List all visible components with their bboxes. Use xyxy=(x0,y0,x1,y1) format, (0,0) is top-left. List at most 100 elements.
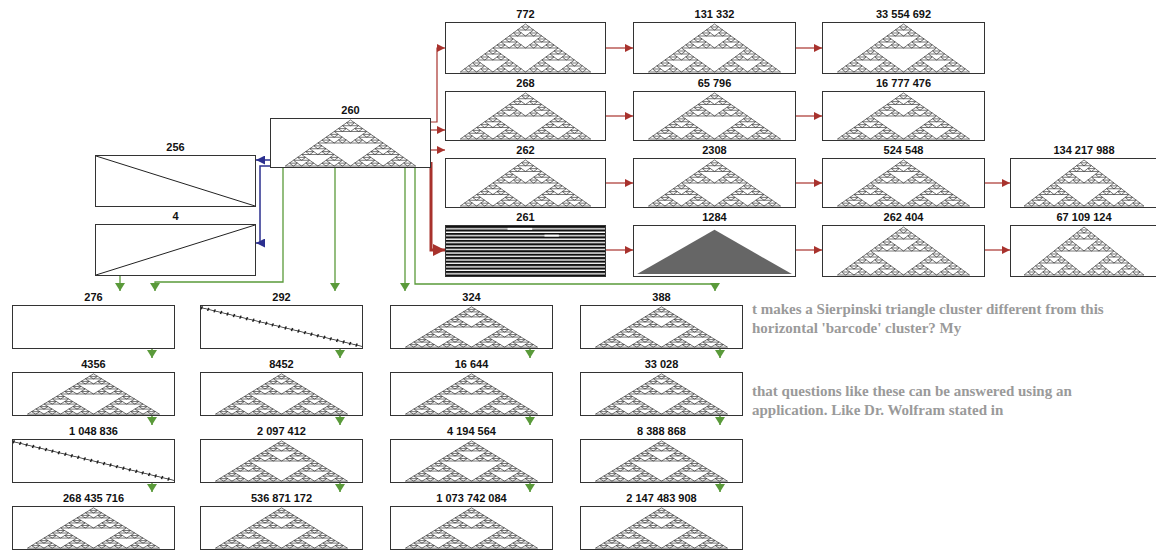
transition-arrow xyxy=(256,159,270,161)
evolution-picture xyxy=(823,92,984,140)
rule-box: 536 871 172 xyxy=(200,492,363,550)
evolution-plot xyxy=(445,91,606,141)
transition-arrow xyxy=(796,182,822,183)
evolution-picture xyxy=(634,226,795,276)
rule-number: 67 109 124 xyxy=(1010,211,1156,224)
evolution-picture xyxy=(201,507,362,549)
rule-box: 65 796 xyxy=(633,77,796,141)
evolution-plot xyxy=(12,372,175,416)
rule-number: 16 644 xyxy=(390,358,553,371)
rule-box: 8452 xyxy=(200,358,363,416)
transition-arrow xyxy=(796,249,822,250)
rule-box: 8 388 868 xyxy=(580,425,743,483)
rule-number: 292 xyxy=(200,291,363,304)
transition-arrow xyxy=(719,483,721,492)
rule-box: 16 644 xyxy=(390,358,553,416)
rule-box: 33 554 692 xyxy=(822,8,985,74)
rule-box: 772 xyxy=(445,8,606,74)
rule-number: 4356 xyxy=(12,358,175,371)
rule-number: 268 xyxy=(445,77,606,90)
evolution-plot xyxy=(445,22,606,74)
evolution-plot xyxy=(633,225,796,277)
evolution-picture xyxy=(391,440,552,482)
rule-box: 388 xyxy=(580,291,743,349)
evolution-picture xyxy=(96,225,255,275)
evolution-plot xyxy=(95,224,256,276)
rule-number: 8 388 868 xyxy=(580,425,743,438)
evolution-plot xyxy=(12,305,175,349)
rule-box: 1 073 742 084 xyxy=(390,492,553,550)
transition-arrow xyxy=(985,249,1010,250)
transition-arrow xyxy=(151,349,153,358)
transition-arrow xyxy=(431,149,445,150)
rule-number: 65 796 xyxy=(633,77,796,90)
evolution-picture xyxy=(391,306,552,348)
transition-arrow xyxy=(256,166,270,243)
evolution-picture xyxy=(391,373,552,415)
transition-arrow xyxy=(606,47,633,48)
evolution-picture xyxy=(446,23,605,73)
transition-arrow xyxy=(339,483,341,492)
evolution-picture xyxy=(823,23,984,73)
rule-box: 2308 xyxy=(633,144,796,208)
rule-number: 524 548 xyxy=(822,144,985,157)
evolution-picture xyxy=(823,226,984,276)
transition-arrow xyxy=(339,349,341,358)
background-text: t makes a Sierpinski triangle cluster di… xyxy=(752,300,1147,338)
rule-box: 4 194 564 xyxy=(390,425,553,483)
transition-arrow xyxy=(431,162,445,250)
evolution-picture xyxy=(13,373,174,415)
evolution-plot xyxy=(580,372,743,416)
evolution-plot xyxy=(822,225,985,277)
evolution-plot xyxy=(390,439,553,483)
rule-number: 131 332 xyxy=(633,8,796,21)
rule-number: 536 871 172 xyxy=(200,492,363,505)
rule-number: 262 404 xyxy=(822,211,985,224)
evolution-picture xyxy=(201,440,362,482)
transition-arrow xyxy=(431,129,445,130)
rule-box: 67 109 124 xyxy=(1010,211,1156,277)
transition-arrow xyxy=(606,249,633,250)
transition-arrow xyxy=(151,483,153,492)
rule-box: 256 xyxy=(95,141,256,207)
rule-box: 268 xyxy=(445,77,606,141)
rule-number: 16 777 476 xyxy=(822,77,985,90)
rule-box: 16 777 476 xyxy=(822,77,985,141)
evolution-plot xyxy=(390,372,553,416)
evolution-picture xyxy=(96,156,255,206)
rule-box: 262 404 xyxy=(822,211,985,277)
transition-arrow xyxy=(606,182,633,183)
rule-number: 268 435 716 xyxy=(12,492,175,505)
evolution-picture xyxy=(823,159,984,207)
transition-arrow xyxy=(334,168,335,291)
transition-arrow xyxy=(985,182,1010,183)
evolution-plot xyxy=(95,155,256,207)
rule-box: 33 028 xyxy=(580,358,743,416)
evolution-picture xyxy=(271,119,430,167)
evolution-picture xyxy=(581,507,742,549)
evolution-picture xyxy=(634,23,795,73)
transition-arrow xyxy=(796,47,822,48)
rule-number: 33 028 xyxy=(580,358,743,371)
rule-number: 388 xyxy=(580,291,743,304)
rule-box: 276 xyxy=(12,291,175,349)
transition-arrow xyxy=(529,416,531,425)
evolution-plot xyxy=(390,305,553,349)
rule-box: 2 147 483 908 xyxy=(580,492,743,550)
evolution-plot xyxy=(1010,225,1156,277)
rule-box: 268 435 716 xyxy=(12,492,175,550)
evolution-plot xyxy=(1010,158,1156,208)
evolution-picture xyxy=(581,373,742,415)
rule-number: 1 048 836 xyxy=(12,425,175,438)
evolution-plot xyxy=(200,506,363,550)
rule-number: 276 xyxy=(12,291,175,304)
evolution-picture xyxy=(581,440,742,482)
transition-arrow xyxy=(529,349,531,358)
transition-arrow xyxy=(796,115,822,116)
rule-number: 260 xyxy=(270,104,431,117)
evolution-plot xyxy=(580,305,743,349)
rule-box: 4356 xyxy=(12,358,175,416)
transition-arrow xyxy=(151,416,153,425)
evolution-plot xyxy=(822,22,985,74)
evolution-picture xyxy=(391,507,552,549)
